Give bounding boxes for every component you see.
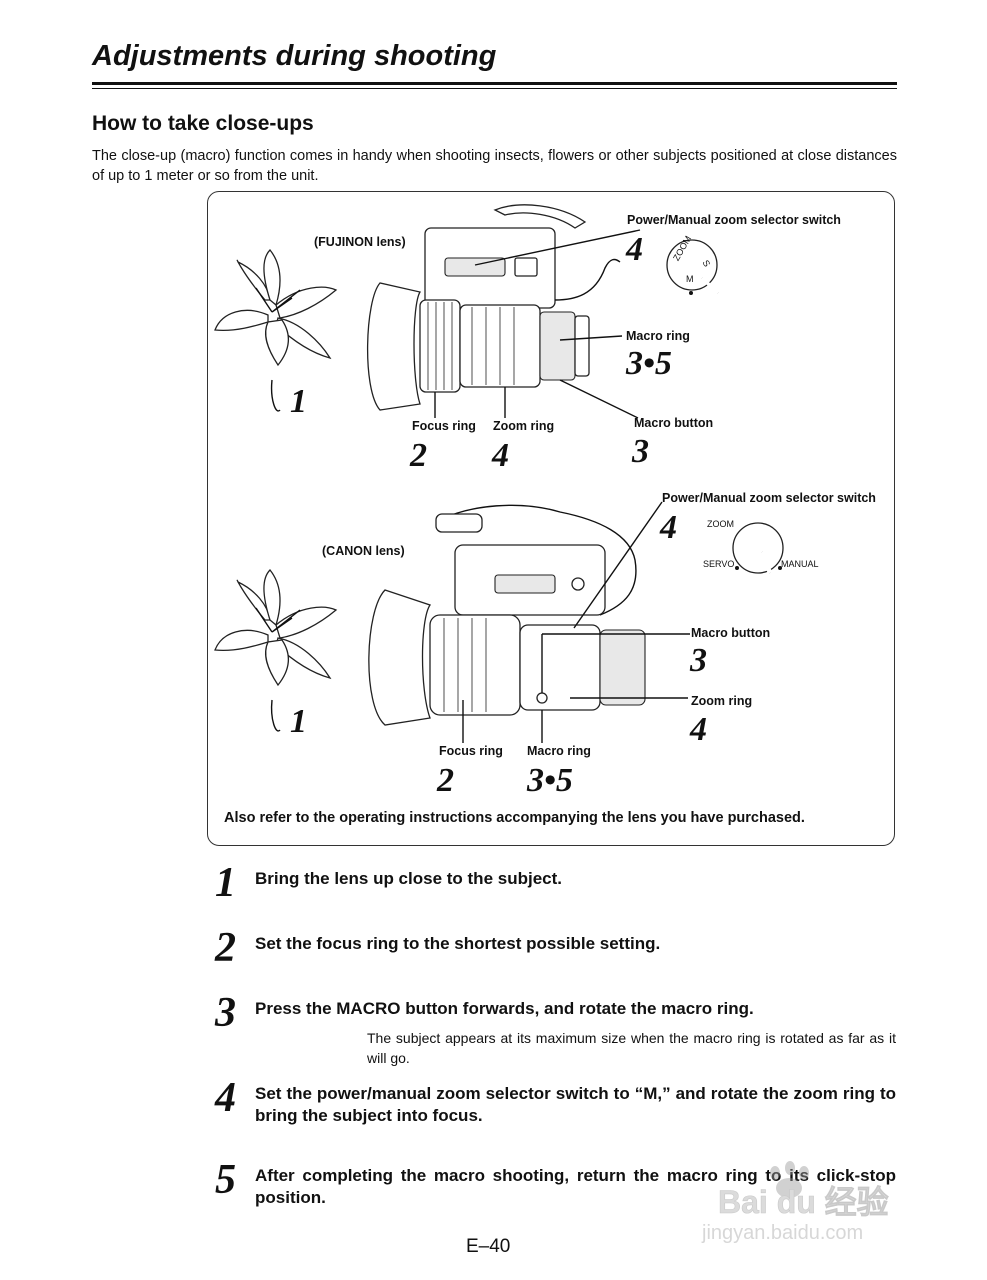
- fujinon-macro-ring-step: 3•5: [625, 345, 672, 382]
- canon-macro-button-step: 3: [689, 642, 707, 679]
- flower-icon-top: [214, 249, 338, 412]
- canon-macro-ring-step: 3•5: [526, 762, 573, 799]
- step-text: Bring the lens up close to the subject.: [255, 869, 562, 888]
- step-number: 1: [215, 860, 236, 906]
- fujinon-focus-ring-label: Focus ring: [412, 419, 476, 433]
- canon-selector-label: Power/Manual zoom selector switch: [662, 491, 876, 505]
- fujinon-lens-label: (FUJINON lens): [314, 235, 406, 249]
- svg-text:MANUAL: MANUAL: [781, 559, 819, 569]
- canon-macro-ring-label: Macro ring: [527, 744, 591, 758]
- page-number: E–40: [466, 1236, 511, 1257]
- step-number: 2: [215, 925, 236, 971]
- page-title: Adjustments during shooting: [92, 40, 497, 72]
- canon-selector-step: 4: [659, 509, 677, 546]
- step-text: Press the MACRO button forwards, and rot…: [255, 999, 754, 1018]
- step-text: Set the focus ring to the shortest possi…: [255, 934, 661, 953]
- step-number: 4: [215, 1075, 236, 1121]
- baidu-watermark: Bai du 经验 jingyan.baidu.com: [701, 1161, 889, 1244]
- flower-icon-bottom: [214, 569, 338, 732]
- title-rule-thin: [92, 88, 897, 89]
- fujinon-zoom-ring-label: Zoom ring: [493, 419, 554, 433]
- svg-text:jingyan.baidu.com: jingyan.baidu.com: [701, 1222, 863, 1244]
- svg-text:S: S: [701, 258, 713, 268]
- step-1-callout-bottom: 1: [290, 703, 307, 740]
- canon-focus-ring-label: Focus ring: [439, 744, 503, 758]
- svg-text:M: M: [686, 274, 694, 284]
- zoom-selector-dial-icon: ZOOM S M: [666, 234, 720, 295]
- figure-note: Also refer to the operating instructions…: [224, 810, 805, 826]
- fujinon-zoom-ring-step: 4: [491, 437, 509, 474]
- title-rule: [92, 82, 897, 85]
- section-heading: How to take close-ups: [92, 112, 314, 135]
- fujinon-macro-button-label: Macro button: [634, 416, 713, 430]
- intro-paragraph: The close-up (macro) function comes in h…: [92, 148, 897, 184]
- step-text: After completing the macro shooting, ret…: [255, 1166, 896, 1207]
- svg-text:Bai du 经验: Bai du 经验: [718, 1184, 889, 1220]
- step-number: 5: [215, 1157, 236, 1203]
- canon-focus-ring-step: 2: [436, 762, 454, 799]
- svg-text:SERVO: SERVO: [703, 559, 734, 569]
- canon-lens-label: (CANON lens): [322, 544, 405, 558]
- canon-zoom-ring-step: 4: [689, 711, 707, 748]
- step-1-callout-top: 1: [290, 383, 307, 420]
- fujinon-macro-ring-label: Macro ring: [626, 329, 690, 343]
- canon-macro-button-label: Macro button: [691, 626, 770, 640]
- canon-lens-drawing: [368, 504, 646, 726]
- figure-box: [207, 191, 895, 846]
- fujinon-selector-step: 4: [625, 231, 643, 268]
- step-number: 3: [215, 990, 236, 1036]
- canon-zoom-ring-label: Zoom ring: [691, 694, 752, 708]
- lens-illustration: 1 (FUJINON lens) Power/Manual zoom selec…: [214, 204, 876, 799]
- servo-manual-dial-icon: ZOOM SERVO MANUAL: [703, 519, 819, 574]
- step-note: The subject appears at its maximum size …: [367, 1030, 896, 1066]
- fujinon-macro-button-step: 3: [631, 433, 649, 470]
- fujinon-selector-label: Power/Manual zoom selector switch: [627, 213, 841, 227]
- fujinon-focus-ring-step: 2: [409, 437, 427, 474]
- svg-text:ZOOM: ZOOM: [707, 519, 734, 529]
- fujinon-lens-drawing: [366, 204, 621, 411]
- step-text: Set the power/manual zoom selector switc…: [255, 1084, 896, 1125]
